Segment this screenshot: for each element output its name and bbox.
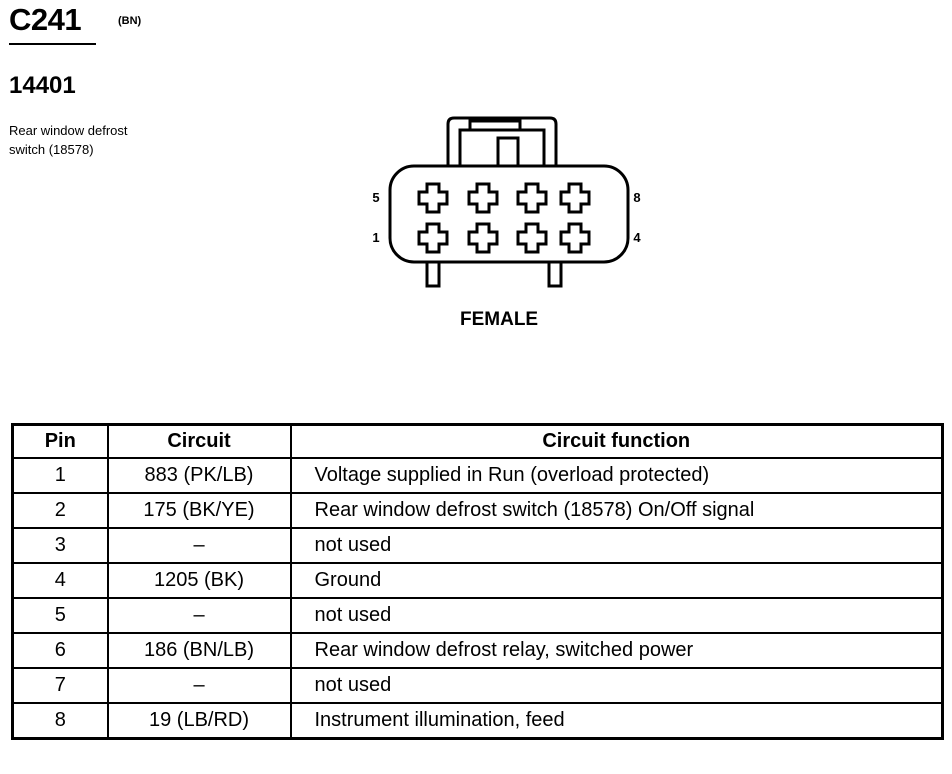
table-header-row: Pin Circuit Circuit function	[11, 423, 944, 459]
pin-label-4: 4	[633, 230, 641, 245]
function-cell: not used	[289, 527, 944, 564]
function-cell: Ground	[289, 562, 944, 599]
pin-cavity-3	[516, 222, 548, 254]
pin-cell: 7	[11, 667, 109, 704]
table-row: 7 – not used	[11, 667, 944, 704]
pin-cell: 5	[11, 597, 109, 634]
circuit-cell: 175 (BK/YE)	[106, 492, 292, 529]
table-row: 5 – not used	[11, 597, 944, 634]
connector-foot-right	[547, 260, 563, 288]
circuit-cell: 186 (BN/LB)	[106, 632, 292, 669]
table-row: 8 19 (LB/RD) Instrument illumination, fe…	[11, 702, 944, 740]
pin-cell: 1	[11, 457, 109, 494]
function-cell: Instrument illumination, feed	[289, 702, 944, 740]
header-circuit-function: Circuit function	[289, 423, 944, 459]
circuit-cell: –	[106, 527, 292, 564]
connector-face-diagram: 5 1 8 4	[372, 116, 641, 288]
function-cell: Voltage supplied in Run (overload protec…	[289, 457, 944, 494]
component-description: Rear window defrost switch (18578)	[9, 121, 209, 159]
connector-foot-left	[425, 260, 441, 288]
pin-cell: 4	[11, 562, 109, 599]
pin-cavity-5	[417, 182, 449, 214]
circuit-cell: 883 (PK/LB)	[106, 457, 292, 494]
pin-label-1: 1	[372, 230, 379, 245]
component-description-line1: Rear window defrost	[9, 123, 128, 138]
component-description-line2: switch (18578)	[9, 142, 94, 157]
part-number: 14401	[9, 72, 76, 99]
connector-gender-label: FEMALE	[460, 309, 539, 330]
pin-cavity-1	[417, 222, 449, 254]
pin-label-8: 8	[633, 190, 640, 205]
pin-label-5: 5	[372, 190, 379, 205]
table-row: 1 883 (PK/LB) Voltage supplied in Run (o…	[11, 457, 944, 494]
function-cell: not used	[289, 667, 944, 704]
circuit-cell: 1205 (BK)	[106, 562, 292, 599]
function-cell: Rear window defrost switch (18578) On/Of…	[289, 492, 944, 529]
pinout-table: Pin Circuit Circuit function 1 883 (PK/L…	[11, 423, 944, 740]
function-cell: not used	[289, 597, 944, 634]
pin-cell: 3	[11, 527, 109, 564]
table-row: 2 175 (BK/YE) Rear window defrost switch…	[11, 492, 944, 529]
table-row: 6 186 (BN/LB) Rear window defrost relay,…	[11, 632, 944, 669]
pin-cavity-7	[516, 182, 548, 214]
pin-cell: 8	[11, 702, 109, 740]
pin-cavity-6	[467, 182, 499, 214]
connector-latch	[446, 116, 558, 168]
connector-id-underline	[9, 43, 96, 45]
connector-color-code: (BN)	[118, 15, 142, 27]
function-cell: Rear window defrost relay, switched powe…	[289, 632, 944, 669]
header-circuit: Circuit	[106, 423, 292, 459]
table-row: 4 1205 (BK) Ground	[11, 562, 944, 599]
pin-cell: 2	[11, 492, 109, 529]
header-pin: Pin	[11, 423, 109, 459]
circuit-cell: 19 (LB/RD)	[106, 702, 292, 740]
pin-cavity-4	[559, 222, 591, 254]
pin-cavity-8	[559, 182, 591, 214]
pin-cavity-2	[467, 222, 499, 254]
connector-id: C241	[9, 2, 82, 37]
table-row: 3 – not used	[11, 527, 944, 564]
circuit-cell: –	[106, 667, 292, 704]
circuit-cell: –	[106, 597, 292, 634]
pin-cell: 6	[11, 632, 109, 669]
